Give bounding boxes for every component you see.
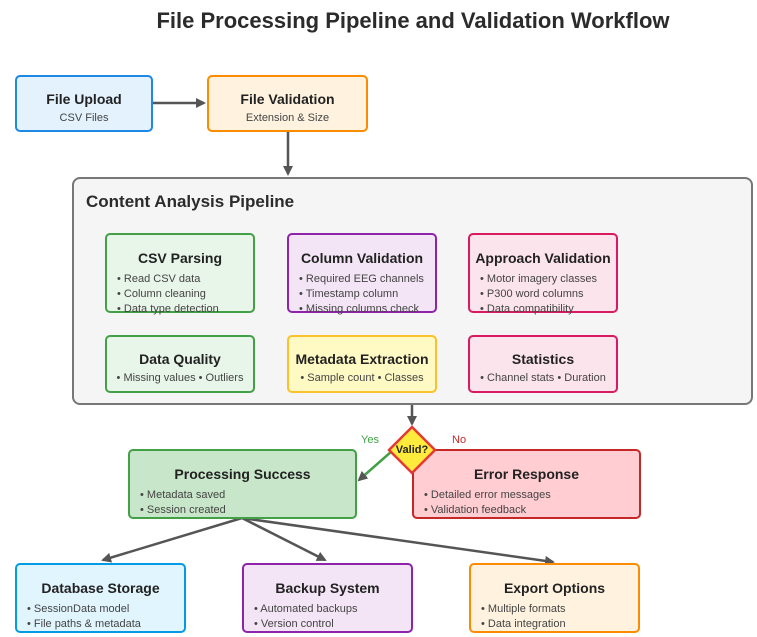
arrow-yes-to-success bbox=[357, 450, 393, 482]
file-upload-title: File Upload bbox=[46, 91, 122, 107]
export-options-title: Export Options bbox=[503, 580, 606, 596]
arrow-success-to-database bbox=[101, 516, 243, 563]
statistics-subtitle: • Channel stats • Duration bbox=[480, 372, 606, 384]
data-quality-node: Data Quality • Missing values • Outliers bbox=[105, 335, 255, 393]
list-item: • Session created bbox=[140, 504, 226, 516]
diagram-title: File Processing Pipeline and Validation … bbox=[156, 8, 670, 33]
pipeline-title: Content Analysis Pipeline bbox=[86, 192, 295, 211]
column-validation-title: Column Validation bbox=[300, 250, 424, 266]
approach-validation-list: • Motor imagery classes • P300 word colu… bbox=[470, 272, 616, 317]
data-quality-subtitle: • Missing values • Outliers bbox=[116, 372, 244, 384]
list-item: • SessionData model bbox=[27, 603, 130, 615]
list-item: • Timestamp column bbox=[299, 288, 399, 300]
file-upload-subtitle: CSV Files bbox=[59, 112, 109, 124]
no-label: No bbox=[452, 434, 467, 446]
list-item: • Missing columns check bbox=[299, 303, 420, 315]
list-item: • Automated backups bbox=[254, 603, 358, 615]
list-item: • Multiple formats bbox=[481, 603, 566, 615]
metadata-extraction-title: Metadata Extraction bbox=[295, 351, 429, 367]
list-item: • Motor imagery classes bbox=[480, 273, 597, 285]
processing-success-list: • Metadata saved • Session created bbox=[130, 488, 355, 518]
approach-validation-title: Approach Validation bbox=[475, 250, 611, 266]
list-item: • Data type detection bbox=[117, 303, 219, 315]
backup-system-list: • Automated backups • Version control bbox=[244, 602, 411, 632]
file-validation-node: File Validation Extension & Size bbox=[207, 75, 368, 132]
csv-parsing-node: CSV Parsing • Read CSV data • Column cle… bbox=[105, 233, 255, 315]
backup-system-node: Backup System • Automated backups • Vers… bbox=[242, 563, 413, 633]
list-item: • Version control bbox=[254, 618, 334, 630]
backup-system-title: Backup System bbox=[275, 580, 380, 596]
csv-parsing-list: • Read CSV data • Column cleaning • Data… bbox=[107, 272, 253, 317]
export-options-node: Export Options • Multiple formats • Data… bbox=[469, 563, 640, 633]
processing-success-node: Processing Success • Metadata saved • Se… bbox=[128, 449, 357, 519]
approach-validation-node: Approach Validation • Motor imagery clas… bbox=[468, 233, 618, 315]
column-validation-list: • Required EEG channels • Timestamp colu… bbox=[289, 272, 435, 317]
error-response-title: Error Response bbox=[473, 466, 580, 482]
list-item: • Validation feedback bbox=[424, 504, 527, 516]
error-response-list: • Detailed error messages • Validation f… bbox=[414, 488, 639, 518]
arrow-success-to-export bbox=[241, 516, 555, 566]
list-item: • Detailed error messages bbox=[424, 489, 551, 501]
list-item: • Data compatibility bbox=[480, 303, 574, 315]
export-options-list: • Multiple formats • Data integration bbox=[471, 602, 638, 632]
metadata-extraction-node: Metadata Extraction • Sample count • Cla… bbox=[287, 335, 437, 393]
list-item: • File paths & metadata bbox=[27, 618, 141, 630]
processing-success-title: Processing Success bbox=[174, 466, 311, 482]
data-quality-title: Data Quality bbox=[139, 351, 221, 367]
arrow-success-to-backup bbox=[241, 516, 327, 562]
decision-label: Valid? bbox=[395, 444, 429, 456]
file-upload-node: File Upload CSV Files bbox=[15, 75, 153, 132]
database-storage-list: • SessionData model • File paths & metad… bbox=[17, 602, 184, 632]
database-storage-title: Database Storage bbox=[41, 580, 160, 596]
yes-label: Yes bbox=[361, 434, 379, 446]
file-validation-subtitle: Extension & Size bbox=[245, 112, 330, 124]
statistics-node: Statistics • Channel stats • Duration bbox=[468, 335, 618, 393]
csv-parsing-title: CSV Parsing bbox=[137, 250, 223, 266]
list-item: • P300 word columns bbox=[480, 288, 584, 300]
statistics-title: Statistics bbox=[511, 351, 575, 367]
list-item: • Required EEG channels bbox=[299, 273, 424, 285]
list-item: • Metadata saved bbox=[140, 489, 226, 501]
error-response-node: Error Response • Detailed error messages… bbox=[412, 449, 641, 519]
database-storage-node: Database Storage • SessionData model • F… bbox=[15, 563, 186, 633]
list-item: • Column cleaning bbox=[117, 288, 206, 300]
file-validation-title: File Validation bbox=[240, 91, 335, 107]
metadata-extraction-subtitle: • Sample count • Classes bbox=[300, 372, 424, 384]
column-validation-node: Column Validation • Required EEG channel… bbox=[287, 233, 437, 315]
list-item: • Read CSV data bbox=[117, 273, 201, 285]
list-item: • Data integration bbox=[481, 618, 566, 630]
